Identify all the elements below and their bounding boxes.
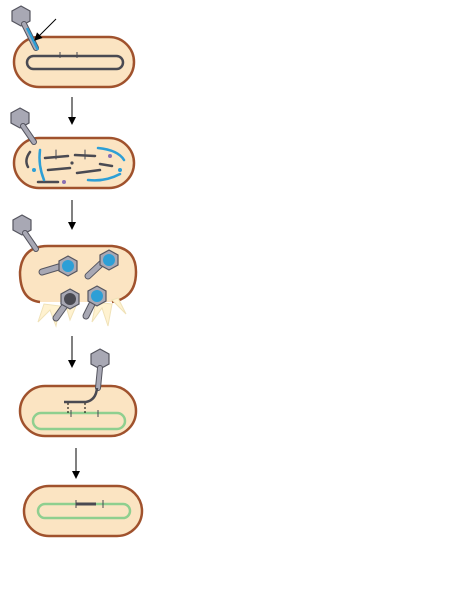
injection-pointer-arrow	[34, 18, 57, 41]
recipient-chromosome	[31, 411, 127, 431]
progeny-phage	[38, 255, 78, 277]
recipient-cell	[18, 384, 138, 438]
progeny-phage	[84, 249, 119, 280]
step-4-transduction	[18, 348, 138, 438]
phage-head	[11, 5, 31, 27]
host-dna-fragments	[25, 149, 114, 184]
crossover-marks	[67, 403, 86, 414]
nucleotide-dots	[32, 154, 122, 184]
step-3-lysis	[12, 214, 138, 328]
phage-head	[12, 214, 32, 236]
host-chromosome	[25, 54, 125, 71]
recombinant-cell	[22, 484, 144, 538]
donor-dna	[64, 387, 99, 404]
step-5-recombinant	[22, 484, 144, 538]
step-1-attachment	[11, 5, 136, 89]
progeny-phage	[82, 285, 107, 320]
phage-dna-copies	[38, 146, 126, 182]
transducing-phage	[52, 288, 80, 322]
phage-head	[10, 107, 30, 129]
step-2-replication	[10, 107, 136, 190]
injected-phage-dna	[25, 27, 40, 51]
bacterial-cell	[12, 136, 136, 190]
bacterial-cell	[12, 35, 136, 89]
